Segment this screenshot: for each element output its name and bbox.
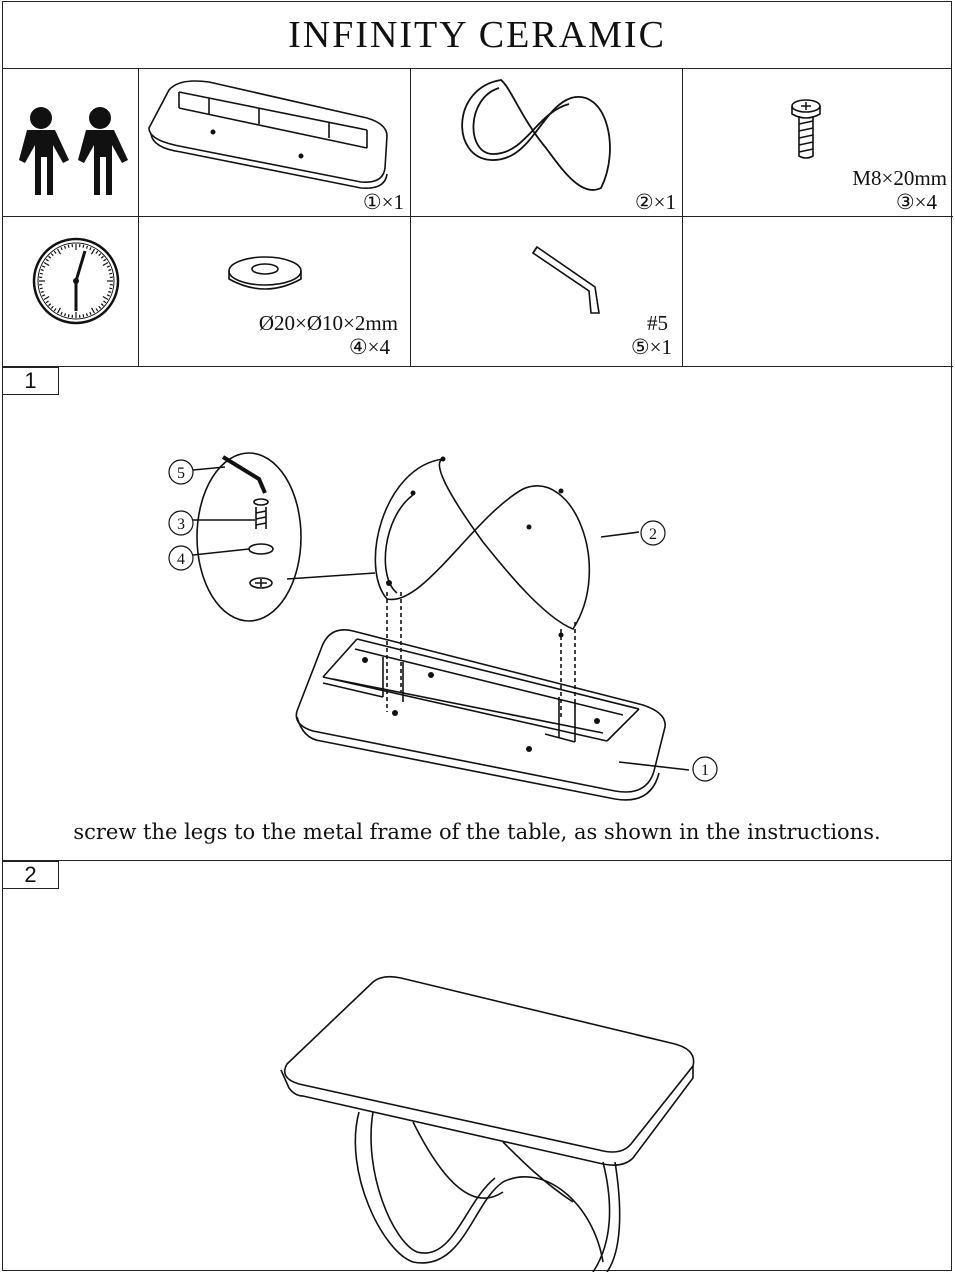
clock-tick bbox=[48, 255, 52, 259]
part-1-cell: ①×1 bbox=[139, 68, 411, 217]
clock-tick bbox=[95, 308, 99, 312]
step-1-number: 1 bbox=[3, 367, 59, 395]
clock-tick bbox=[103, 258, 107, 262]
clock-tick bbox=[67, 314, 70, 318]
clock-tick bbox=[100, 303, 104, 307]
clock-tick bbox=[67, 244, 70, 248]
clock-tick bbox=[60, 311, 63, 316]
clock-icon bbox=[32, 237, 120, 325]
empty-cell bbox=[683, 217, 953, 367]
clock-tick bbox=[89, 246, 92, 251]
clock-tick bbox=[63, 245, 67, 249]
clock-tick bbox=[108, 290, 112, 294]
part-1-caption: ①×1 bbox=[362, 190, 404, 214]
clock-tick bbox=[39, 272, 43, 275]
clock-tick bbox=[109, 287, 113, 290]
clock-tick bbox=[82, 314, 85, 318]
clock-tick bbox=[103, 300, 107, 304]
clock-tick bbox=[98, 305, 102, 309]
part-3-caption: ③×4 bbox=[895, 190, 937, 214]
clock-tick bbox=[41, 265, 46, 268]
clock-tick bbox=[106, 294, 111, 297]
washer-icon bbox=[228, 256, 302, 290]
persons-cell bbox=[3, 68, 139, 217]
clock-tick bbox=[50, 305, 54, 309]
part-4-cell: Ø20×Ø10×2mm ④×4 bbox=[139, 217, 411, 367]
allen-key-icon bbox=[531, 245, 600, 314]
clock-tick bbox=[106, 265, 111, 268]
clock-tick bbox=[53, 250, 57, 254]
tabletop-frame-icon bbox=[148, 80, 388, 190]
step-divider bbox=[3, 860, 951, 861]
clock-tick bbox=[90, 307, 96, 314]
part-4-caption: ④×4 bbox=[348, 335, 390, 359]
clock-tick bbox=[45, 300, 49, 304]
svg-text:4: 4 bbox=[177, 551, 185, 568]
clock-tick bbox=[102, 261, 109, 267]
svg-text:1: 1 bbox=[701, 762, 709, 779]
parts-grid: ①×1 ②×1 M8×20mm ③×4 bbox=[3, 68, 953, 367]
clock-tick bbox=[41, 294, 46, 297]
part-5-caption: ⑤×1 bbox=[630, 335, 672, 359]
clock-tick bbox=[82, 244, 85, 248]
clock-tick bbox=[102, 295, 109, 301]
clock-tick bbox=[109, 272, 113, 275]
step-2-number: 2 bbox=[3, 861, 59, 889]
part-3-spec: M8×20mm bbox=[852, 166, 947, 190]
clock-tick bbox=[98, 253, 102, 257]
svg-text:3: 3 bbox=[177, 516, 185, 533]
clock-tick bbox=[60, 246, 63, 251]
clock-tick bbox=[89, 311, 92, 316]
clock-tick bbox=[50, 253, 54, 257]
step-2-diagram bbox=[280, 975, 695, 1272]
part-3-cell: M8×20mm ③×4 bbox=[683, 68, 953, 217]
clock-tick bbox=[90, 248, 96, 255]
part-5-spec: #5 bbox=[647, 311, 668, 335]
clock-cell bbox=[3, 217, 139, 367]
part-2-cell: ②×1 bbox=[411, 68, 683, 217]
clock-tick bbox=[85, 313, 89, 317]
clock-tick bbox=[100, 255, 104, 259]
svg-text:2: 2 bbox=[649, 526, 657, 543]
part-2-caption: ②×1 bbox=[634, 190, 676, 214]
clock-tick bbox=[85, 245, 89, 249]
part-4-spec: Ø20×Ø10×2mm bbox=[258, 311, 398, 335]
clock-tick bbox=[56, 307, 62, 314]
clock-tick bbox=[95, 250, 99, 254]
clock-tick bbox=[48, 303, 52, 307]
clock-tick bbox=[56, 248, 62, 255]
clock-tick bbox=[39, 287, 43, 290]
clock-tick bbox=[40, 268, 44, 272]
step-1-diagram: 5 3 4 2 1 bbox=[168, 452, 718, 801]
clock-tick bbox=[63, 313, 67, 317]
bolt-icon bbox=[791, 99, 821, 159]
svg-text:5: 5 bbox=[177, 465, 185, 482]
zoom-detail-ellipse bbox=[196, 452, 302, 622]
infinity-leg-icon bbox=[461, 79, 611, 191]
clock-tick bbox=[108, 268, 112, 272]
clock-tick bbox=[43, 261, 50, 267]
part-5-cell: #5 ⑤×1 bbox=[411, 217, 683, 367]
clock-tick bbox=[53, 308, 57, 312]
page-title: INFINITY CERAMIC bbox=[3, 2, 951, 69]
clock-tick bbox=[43, 295, 50, 301]
clock-tick bbox=[45, 258, 49, 262]
step-1-instruction: screw the legs to the metal frame of the… bbox=[73, 820, 881, 844]
clock-tick bbox=[40, 290, 44, 294]
two-persons-icon bbox=[19, 107, 128, 195]
